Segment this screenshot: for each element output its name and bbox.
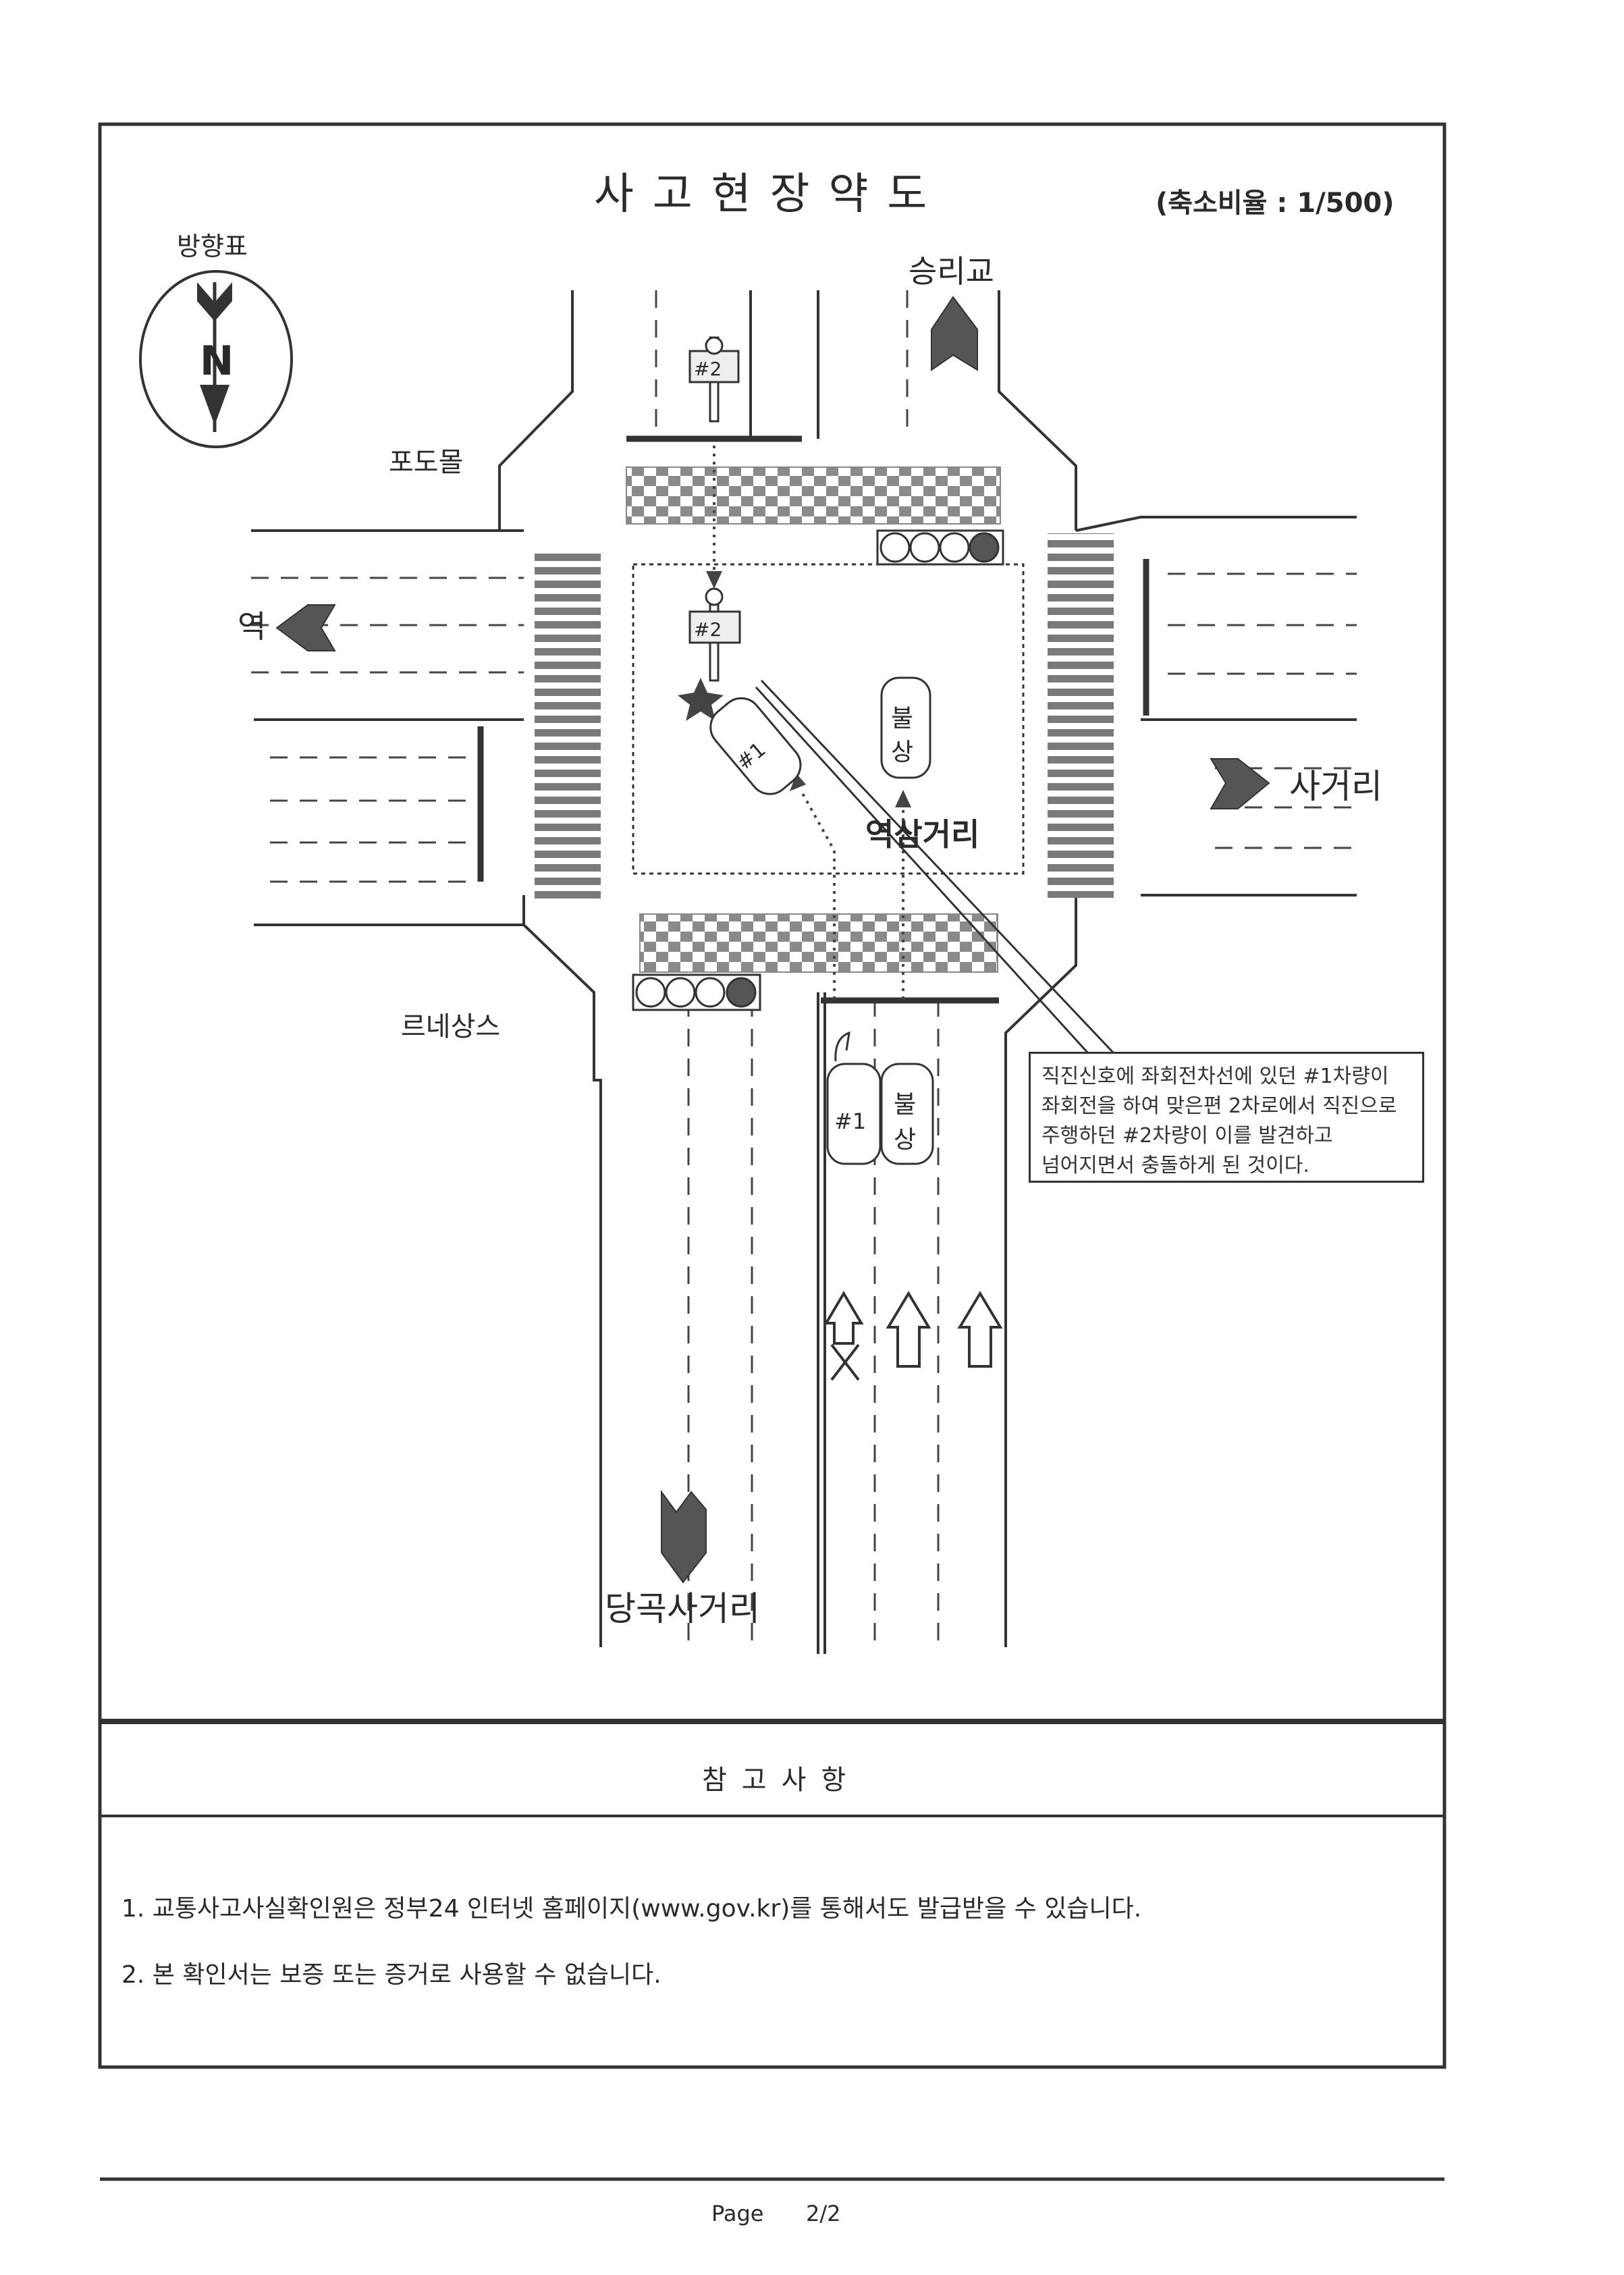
stop-lines [477, 435, 1149, 1004]
vehicle-unknown-center-label-1: 불 [891, 705, 913, 732]
place-west-label: 역 [238, 608, 266, 645]
scale-label: (축소비율 : 1/500) [1156, 188, 1395, 219]
lane-arrows [823, 1291, 1003, 1381]
crosswalk-south [639, 913, 998, 973]
place-east-label: 사거리 [1289, 767, 1382, 806]
trajectory-arrowheads [706, 571, 911, 807]
callout-leader [755, 679, 1115, 1054]
road-edges [251, 290, 1357, 1654]
vehicle-2-top [688, 336, 740, 423]
traffic-signal-ne [876, 529, 1004, 566]
vehicle-2-top-label: #2 [694, 358, 722, 380]
page-number: 2/2 [806, 2201, 841, 2226]
reference-title: 참고사항 [702, 1765, 861, 1796]
arrow-north-marker [931, 296, 978, 371]
vehicle-1-center [709, 697, 802, 795]
place-center-label: 역삼거리 [865, 816, 979, 853]
crosswalk-east [1048, 533, 1114, 898]
page-title: 사고현장약도 [594, 169, 946, 219]
arrow-south-marker [661, 1489, 707, 1584]
form-frame [98, 122, 1446, 2181]
place-northwest-label: 포도몰 [389, 447, 463, 478]
vehicle-1-bottom [826, 1031, 882, 1165]
crosswalk-north [626, 466, 1001, 525]
page-label: Page [711, 2201, 764, 2226]
note-line: 주행하던 #2차량이 이를 발견하고 [1041, 1124, 1333, 1148]
vehicle-unknown-bottom-label-2: 상 [894, 1126, 916, 1154]
compass-north-letter: N [200, 338, 234, 385]
collision-star [678, 678, 724, 721]
accident-note-box: 직진신호에 좌회전차선에 있던 #1차량이 좌회전을 하여 맞은편 2차로에서 … [1029, 1052, 1424, 1183]
trajectories [713, 446, 904, 999]
note-line: 좌회전을 하여 맞은편 2차로에서 직진으로 [1041, 1094, 1397, 1118]
place-north-label: 승리교 [909, 253, 994, 290]
vehicle-unknown-center [880, 676, 931, 779]
vehicle-unknown-bottom [880, 1063, 934, 1165]
place-southwest-label: 르네상스 [401, 1011, 500, 1042]
compass-label: 방향표 [177, 232, 248, 261]
place-south-label: 당곡사거리 [605, 1589, 760, 1628]
vehicle-2-center [688, 587, 741, 682]
reference-item-2: 2. 본 확인서는 보증 또는 증거로 사용할 수 없습니다. [121, 1961, 661, 1989]
vehicle-1-bottom-label: #1 [834, 1108, 866, 1134]
vehicle-unknown-bottom-label-1: 불 [894, 1091, 916, 1119]
crosswalk-west [535, 551, 601, 902]
compass: N [139, 270, 293, 448]
traffic-signal-sw [632, 973, 761, 1011]
direction-arrows [275, 296, 1270, 1584]
reference-item-1: 1. 교통사고사실확인원은 정부24 인터넷 홈페이지(www.gov.kr)를… [121, 1895, 1142, 1923]
vehicle-2-center-label: #2 [694, 618, 722, 641]
vehicle-unknown-center-label-2: 상 [891, 739, 913, 766]
note-line: 직진신호에 좌회전차선에 있던 #1차량이 [1041, 1065, 1389, 1088]
arrow-west-marker [275, 604, 336, 651]
note-line: 넘어지면서 충돌하게 된 것이다. [1041, 1154, 1309, 1177]
arrow-east-marker [1210, 758, 1270, 809]
crosswalks [535, 466, 1114, 973]
intersection-box [632, 563, 1025, 875]
